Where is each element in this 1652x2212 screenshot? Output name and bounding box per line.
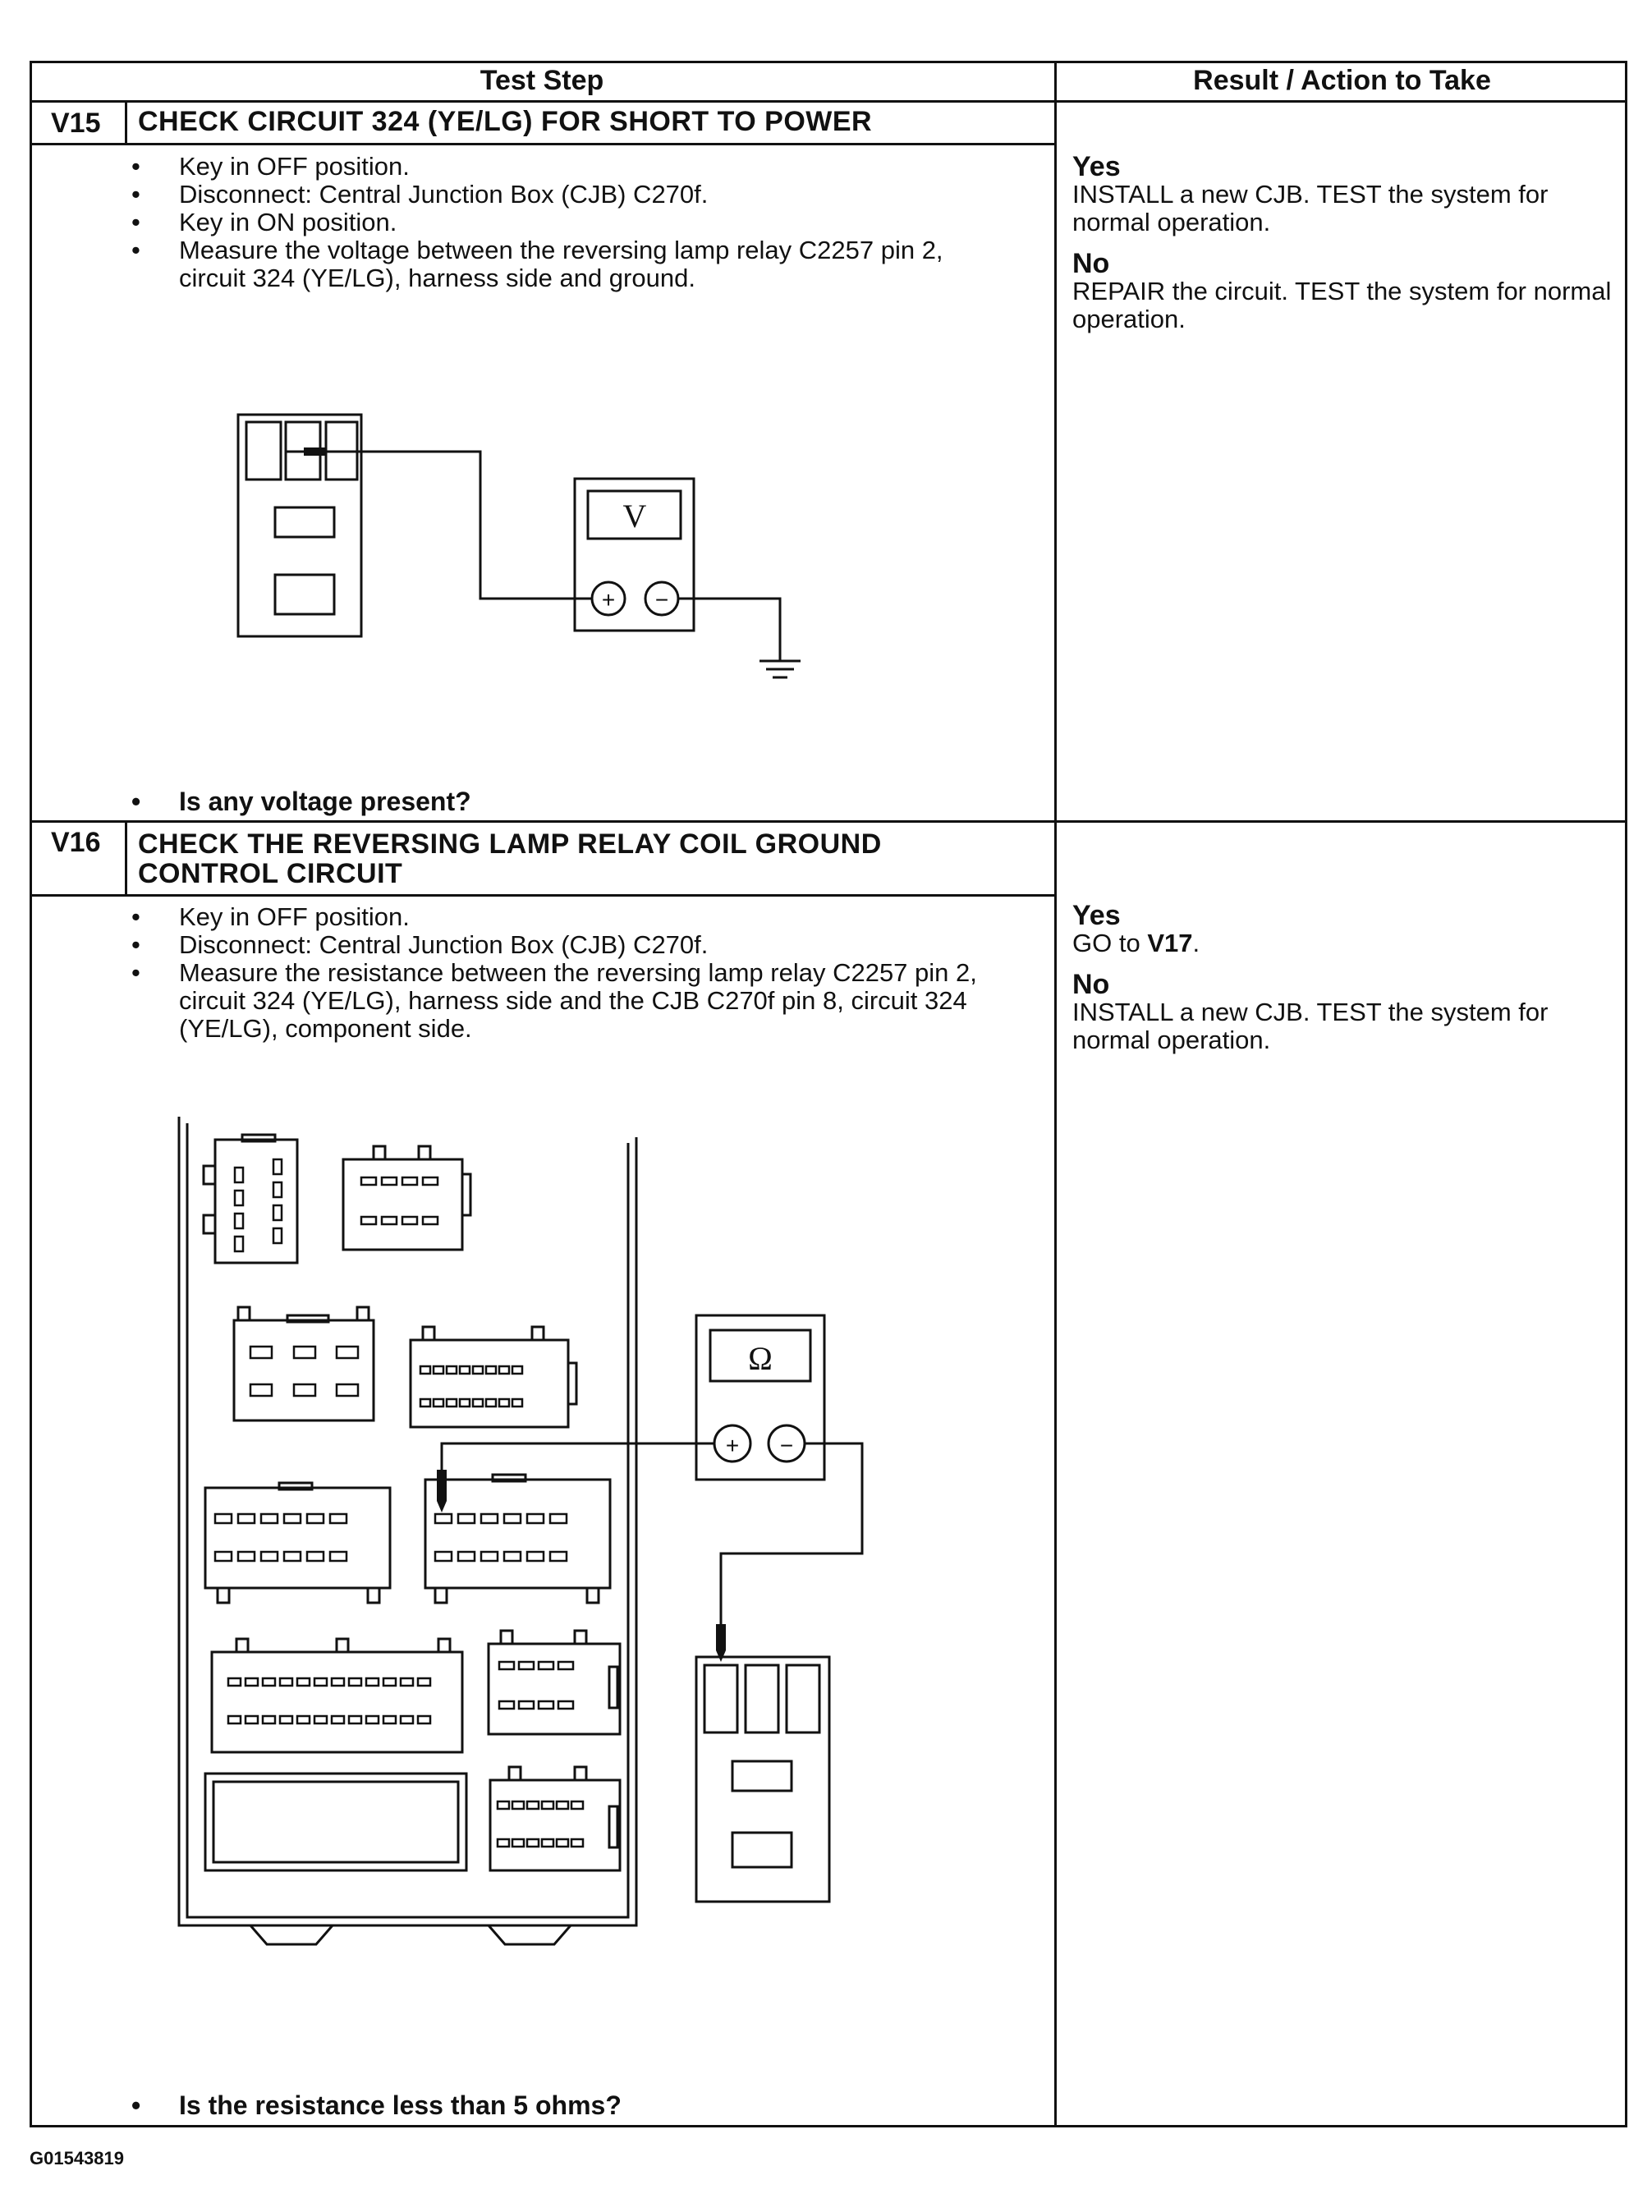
figure-code: G01543819 xyxy=(30,2148,124,2168)
header-rule xyxy=(30,100,1627,103)
v16-step-title-line1: CHECK THE REVERSING LAMP RELAY COIL GROU… xyxy=(138,828,882,860)
v15-instruction: Key in ON position. xyxy=(126,209,1013,237)
plus-terminal-icon: + xyxy=(602,587,615,613)
v15-step-title: CHECK CIRCUIT 324 (YE/LG) FOR SHORT TO P… xyxy=(138,106,873,137)
v16-result-yes-suffix: . xyxy=(1192,929,1200,957)
v15-result-no-text: REPAIR the circuit. TEST the system for … xyxy=(1072,277,1612,333)
v16-result-no-label: No xyxy=(1072,969,1110,1000)
column-divider xyxy=(1054,61,1057,2127)
v16-instruction: Disconnect: Central Junction Box (CJB) C… xyxy=(126,931,1013,960)
v15-instruction: Key in OFF position. xyxy=(126,153,1013,181)
v15-question: Is any voltage present? xyxy=(126,787,471,816)
v16-title-rule xyxy=(30,894,1054,897)
step-divider-rule xyxy=(30,820,1627,823)
minus-terminal-icon: − xyxy=(655,587,668,613)
v15-instruction: Measure the voltage between the reversin… xyxy=(126,236,1013,292)
reversing-lamp-relay-connector xyxy=(695,1655,831,1903)
v15-result-no-label: No xyxy=(1072,248,1110,279)
voltmeter-symbol: V xyxy=(623,498,647,535)
v15-instruction-list: Key in OFF position. Disconnect: Central… xyxy=(126,153,1013,292)
v16-result-yes-prefix: GO to xyxy=(1072,929,1148,957)
plus-terminal-icon: + xyxy=(726,1433,739,1458)
v15-id-divider xyxy=(125,100,127,143)
v16-question: Is the resistance less than 5 ohms? xyxy=(126,2090,622,2120)
v17-step-reference: V17 xyxy=(1147,929,1193,957)
header-result-action: Result / Action to Take xyxy=(1193,65,1491,96)
minus-terminal-icon: − xyxy=(780,1433,793,1458)
procedure-table xyxy=(30,61,1627,2127)
v16-step-id: V16 xyxy=(51,827,101,858)
central-junction-box xyxy=(177,1117,638,1946)
v15-result-yes-label: Yes xyxy=(1072,151,1121,182)
v16-instruction: Key in OFF position. xyxy=(126,903,1013,932)
reversing-lamp-relay-connector xyxy=(236,413,363,638)
v16-instruction: Measure the resistance between the rever… xyxy=(126,959,1013,1043)
ohmmeter xyxy=(695,1314,826,1481)
v16-step-title-line2: CONTROL CIRCUIT xyxy=(138,858,403,889)
v16-result-no-text: INSTALL a new CJB. TEST the system for n… xyxy=(1072,998,1549,1054)
v15-result-yes-text: INSTALL a new CJB. TEST the system for n… xyxy=(1072,180,1549,236)
v16-instruction-list: Key in OFF position. Disconnect: Central… xyxy=(126,903,1013,1043)
v16-result-yes-text: GO to V17. xyxy=(1072,929,1631,957)
v15-instruction: Disconnect: Central Junction Box (CJB) C… xyxy=(126,181,1013,209)
v15-step-id: V15 xyxy=(51,108,101,139)
header-test-step: Test Step xyxy=(480,65,604,96)
v16-id-divider xyxy=(125,820,127,894)
voltmeter xyxy=(573,477,695,632)
v16-result-yes-label: Yes xyxy=(1072,900,1121,931)
ohmmeter-symbol: Ω xyxy=(748,1340,773,1377)
v15-title-rule xyxy=(30,143,1054,145)
